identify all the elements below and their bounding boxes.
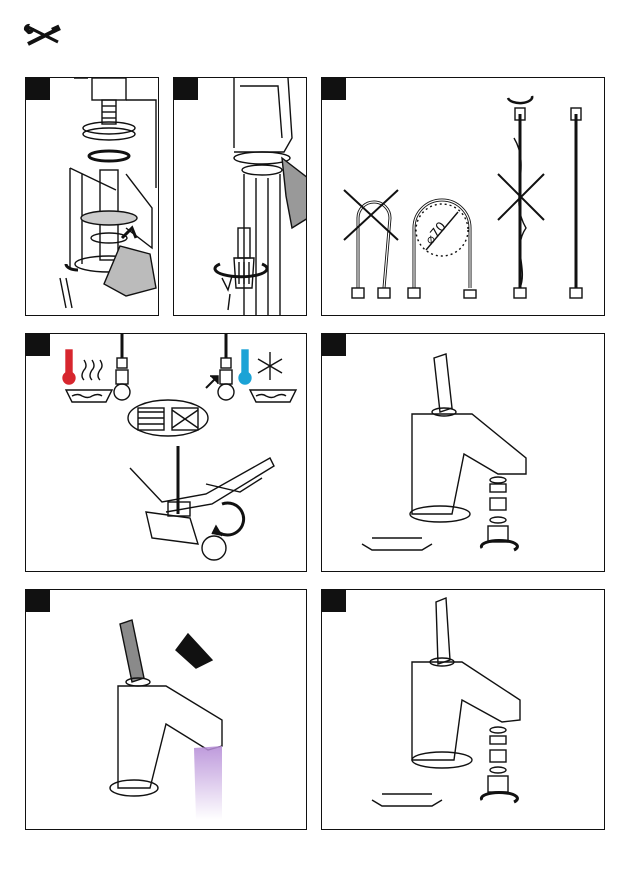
wrench-icon <box>372 794 442 806</box>
step-6-panel <box>25 589 307 830</box>
wrench-icon <box>362 538 432 550</box>
step-6-illustration <box>26 590 307 830</box>
step-2-panel <box>173 77 307 316</box>
cold-thermometer-icon <box>242 350 248 374</box>
water-flow <box>194 746 222 820</box>
step-2-illustration <box>174 78 307 316</box>
step-3-panel: ⌀70 <box>321 77 605 316</box>
step-4-illustration <box>26 334 307 572</box>
tools-icon <box>22 22 62 55</box>
step-5-illustration <box>322 334 605 572</box>
hot-thermometer-icon <box>66 350 72 374</box>
step-7-illustration <box>322 590 605 830</box>
step-1-illustration <box>26 78 159 316</box>
step-7-panel <box>321 589 605 830</box>
step-5-panel <box>321 333 605 572</box>
step-4-panel <box>25 333 307 572</box>
snowflake-icon <box>258 352 282 380</box>
step-3-illustration <box>322 78 605 316</box>
step-1-panel <box>25 77 159 316</box>
